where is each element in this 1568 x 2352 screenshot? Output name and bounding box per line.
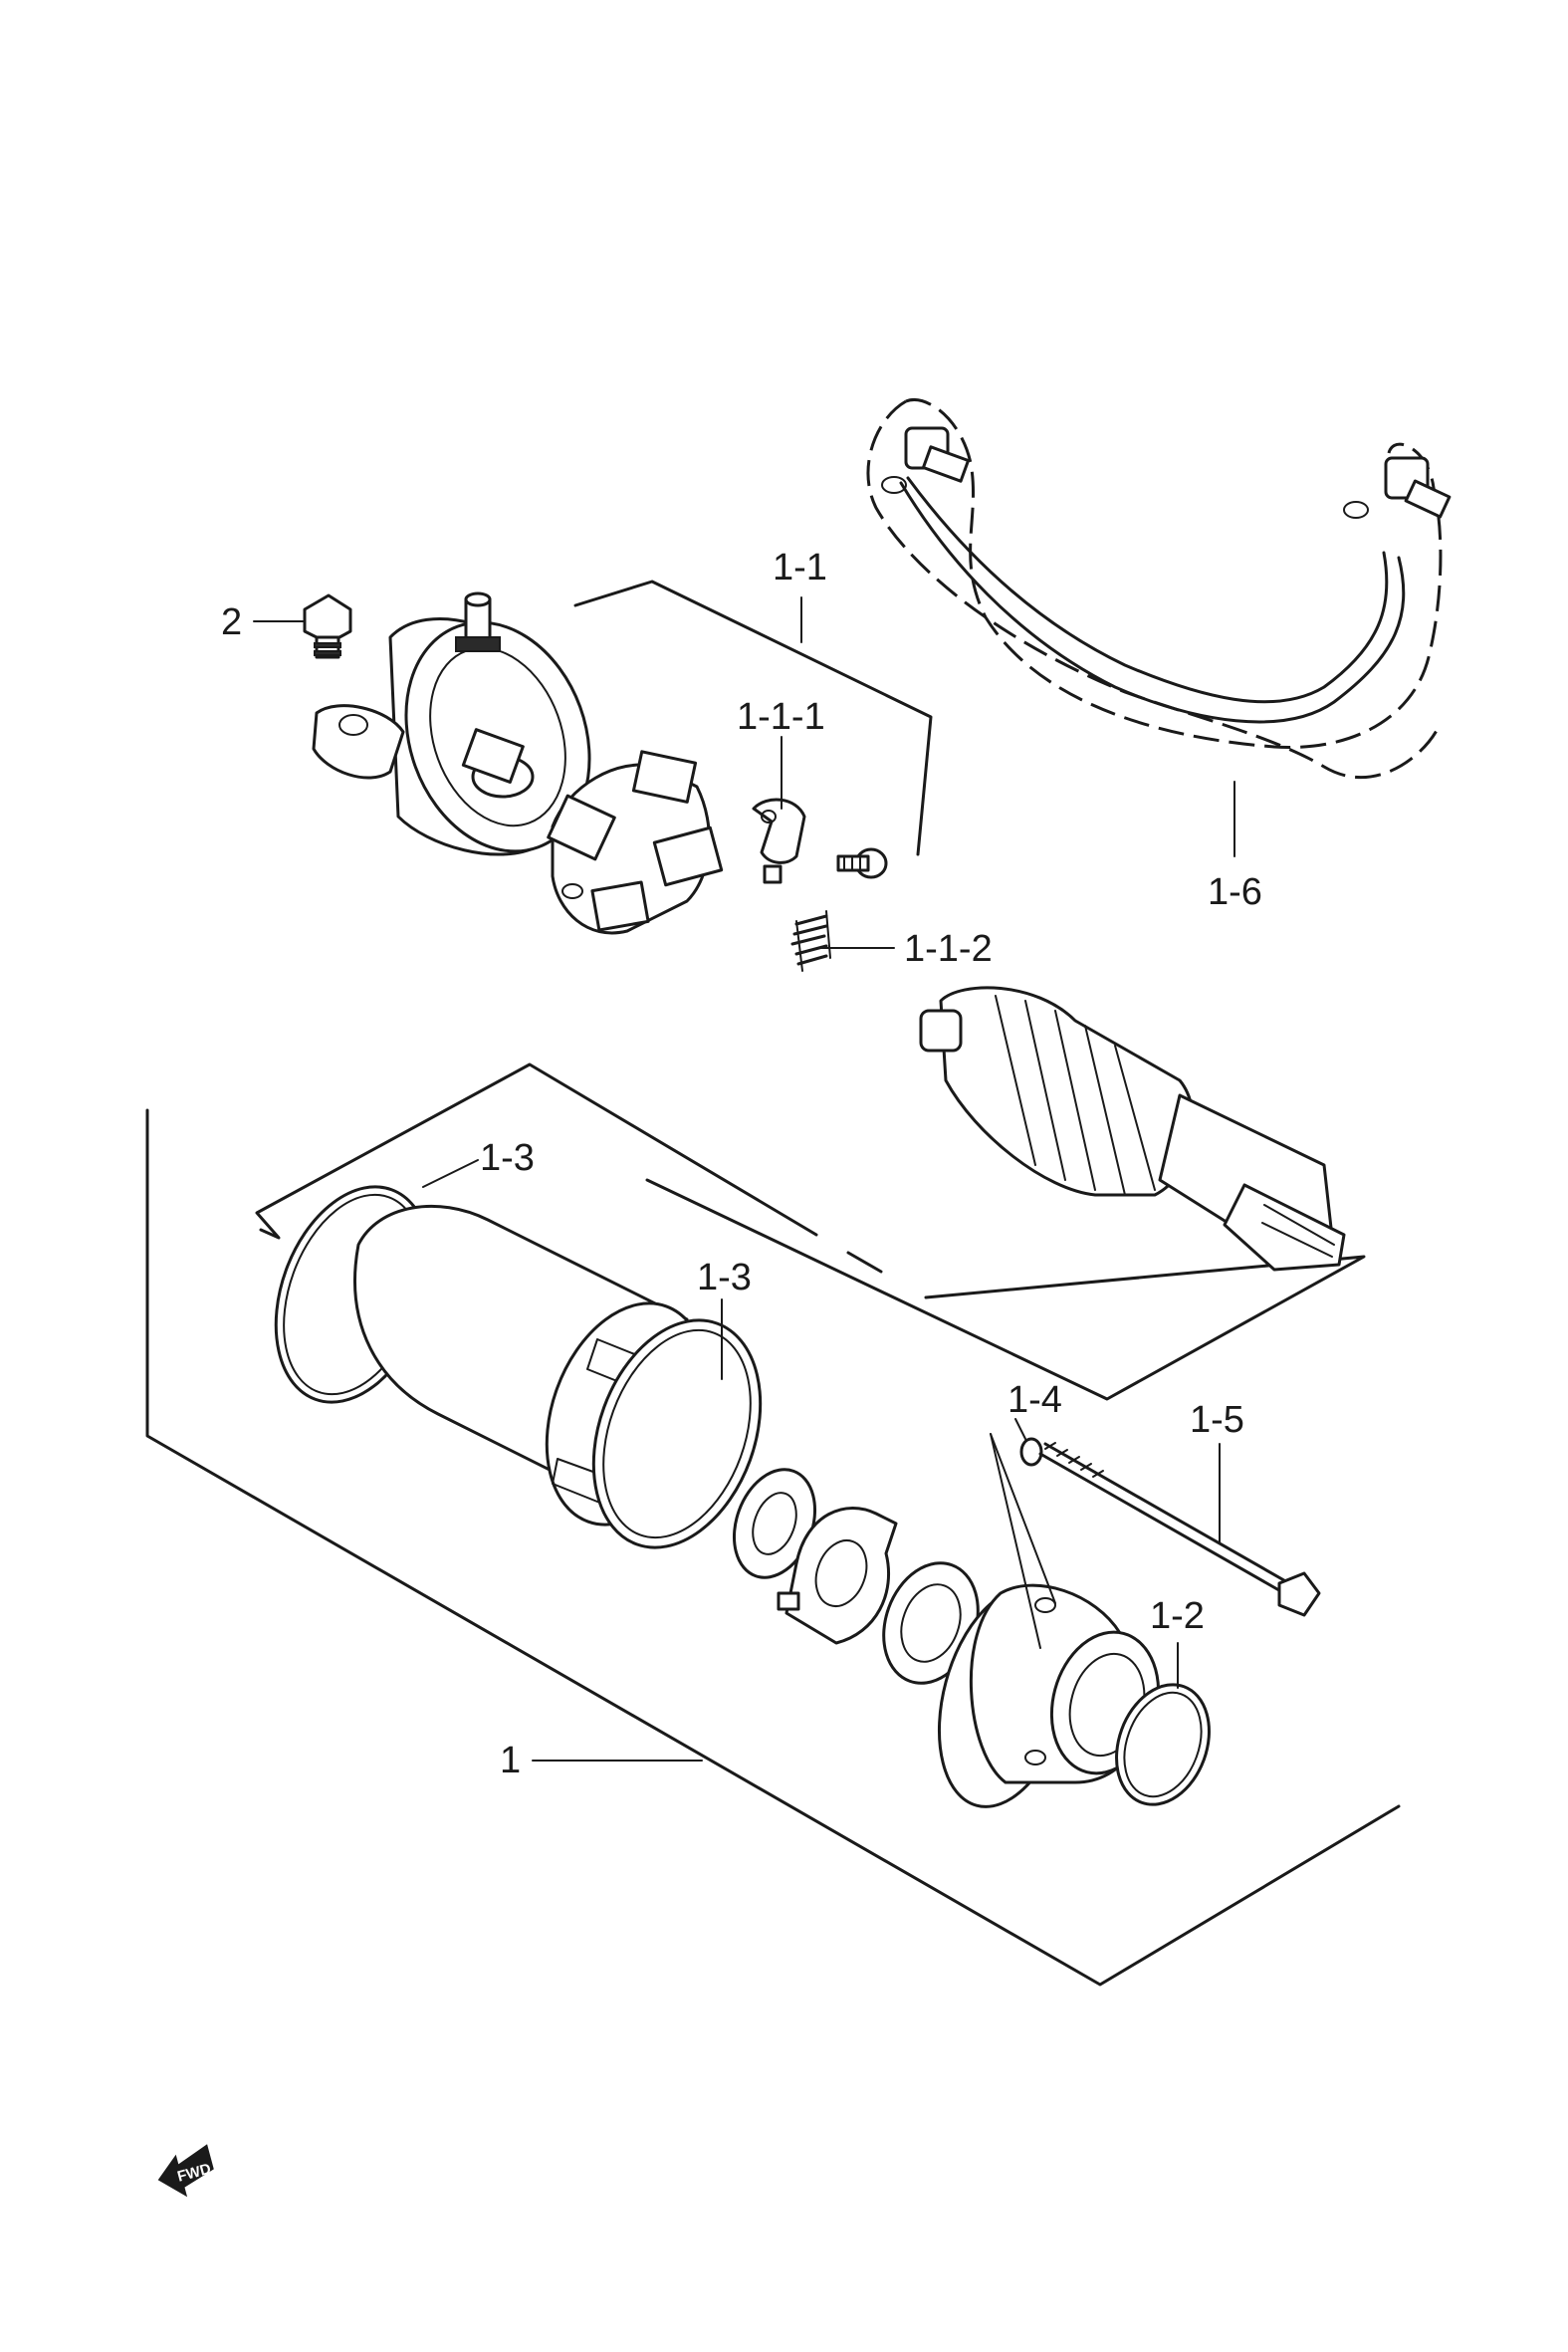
callout-1-3-right: 1-3 [697, 1257, 752, 1298]
callout-1-4: 1-4 [1008, 1379, 1062, 1421]
bolt-part-2 [303, 593, 352, 659]
through-bolt-part-1-5 [1038, 1442, 1321, 1617]
callout-1-6: 1-6 [1208, 871, 1262, 913]
callout-1-1: 1-1 [773, 547, 827, 588]
leader-lines [253, 596, 1235, 1762]
o-ring-part-1-4 [1019, 1437, 1043, 1467]
callout-2: 2 [221, 601, 242, 643]
leader-1-4-lines [990, 1433, 1056, 1649]
armature [919, 986, 1346, 1272]
callout-1-2: 1-2 [1150, 1595, 1205, 1637]
brush-part-1-1-1 [752, 798, 806, 884]
brush-holder [547, 750, 724, 935]
callout-1-3-left: 1-3 [480, 1137, 535, 1179]
bracket-main-assembly [145, 1108, 1401, 1987]
lead-wire-part-1-6 [866, 398, 1452, 780]
callout-1-5: 1-5 [1190, 1399, 1244, 1441]
o-ring-part-1-2 [1115, 1683, 1211, 1806]
bracket-armature-group [255, 1062, 1366, 1401]
callout-1-1-1: 1-1-1 [737, 696, 825, 738]
callout-1-1-2: 1-1-2 [904, 928, 993, 970]
fwd-arrow-icon: FWD [157, 2144, 214, 2198]
bracket-1-1 [573, 580, 933, 856]
o-ring-part-1-3-right [591, 1318, 763, 1549]
callout-1: 1 [500, 1740, 521, 1781]
end-housing [312, 591, 591, 856]
spring-part-1-1-2 [790, 910, 831, 972]
lock-washer [777, 1506, 898, 1645]
screw [836, 847, 888, 879]
